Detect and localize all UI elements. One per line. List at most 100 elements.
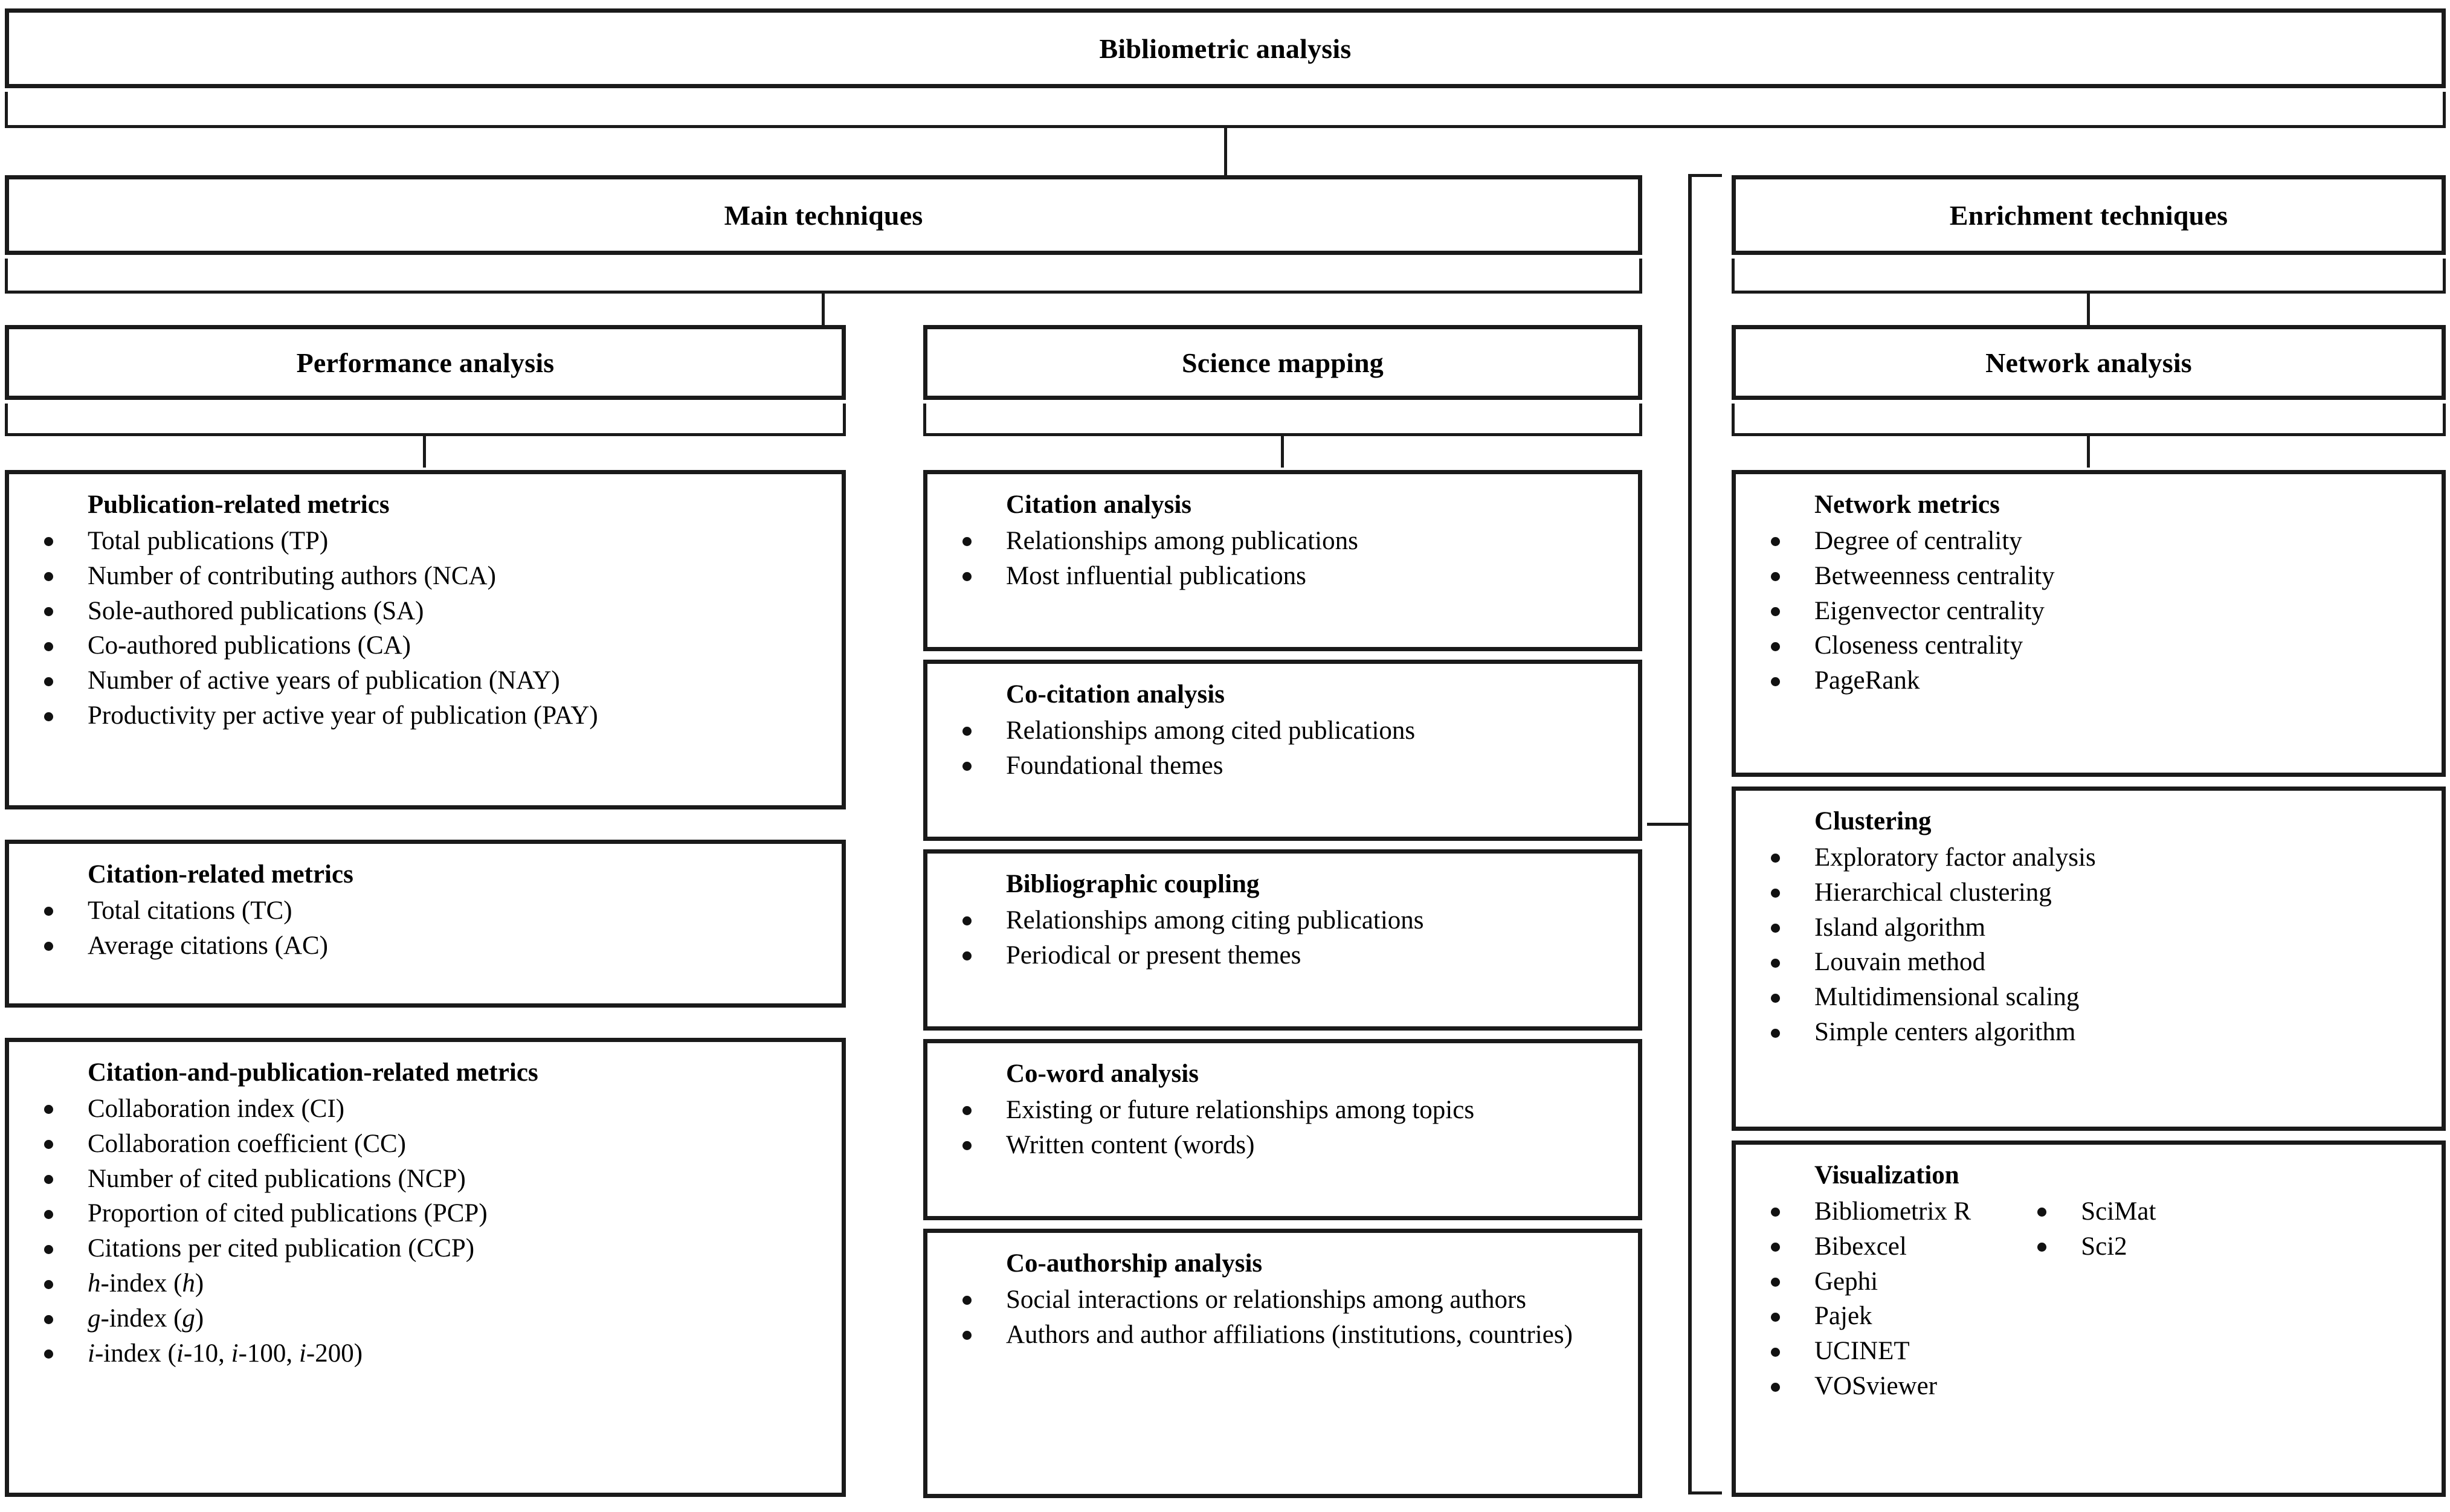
bullet-icon — [1771, 677, 1780, 686]
list-item-label: g-index (g) — [88, 1304, 204, 1333]
bullet-icon — [962, 762, 972, 771]
card-title: Bibliographic coupling — [1006, 870, 1260, 898]
bullet-icon — [1771, 1278, 1780, 1287]
bullet-icon — [44, 1350, 53, 1359]
list-item: Periodical or present themes — [938, 939, 1627, 973]
card-citation-related-metrics: Citation-related metrics Total citations… — [5, 840, 846, 1008]
bracket-right-tick — [1639, 259, 1642, 294]
bullet-icon — [962, 537, 972, 547]
card-title: Visualization — [1814, 1161, 1959, 1189]
bracket-left-tick — [1732, 259, 1735, 294]
bullet-icon — [1771, 1382, 1780, 1392]
bullet-icon — [44, 1140, 53, 1150]
bullet-icon — [962, 727, 972, 736]
node-label-main-techniques: Main techniques — [724, 199, 923, 231]
bullet-icon — [1771, 1028, 1780, 1038]
list-item-label: Proportion of cited publications (PCP) — [88, 1199, 488, 1228]
list-item: g-index (g) — [20, 1302, 831, 1336]
node-label-root: Bibliometric analysis — [1099, 33, 1352, 64]
list-item: Sci2 — [2013, 1230, 2156, 1264]
list-item: Degree of centrality — [1747, 524, 2431, 558]
list-item: Co-authored publications (CA) — [20, 629, 831, 663]
list-item-label: Degree of centrality — [1814, 526, 2022, 555]
bullet-icon — [2037, 1208, 2047, 1217]
list-item: Relationships among cited publications — [938, 714, 1627, 748]
card-title: Citation-related metrics — [88, 860, 353, 889]
list-item-label: SciMat — [2081, 1197, 2156, 1226]
list-item-label: Sci2 — [2081, 1232, 2127, 1261]
list-item-label: Co-authored publications (CA) — [88, 631, 411, 660]
node-science-mapping: Science mapping — [923, 325, 1642, 400]
list-item: Island algorithm — [1747, 911, 2431, 945]
bullet-icon — [44, 942, 53, 951]
list-item-label: Exploratory factor analysis — [1814, 843, 2096, 872]
list-item: Most influential publications — [938, 559, 1627, 593]
list-item: Foundational themes — [938, 749, 1627, 783]
list-item: Citations per cited publication (CCP) — [20, 1232, 831, 1266]
connector-root-to-level2 — [5, 92, 2446, 128]
node-main-techniques: Main techniques — [5, 175, 1642, 255]
list-item-label: UCINET — [1814, 1337, 1910, 1366]
node-label-enrichment-techniques: Enrichment techniques — [1949, 199, 2228, 231]
list-item: Proportion of cited publications (PCP) — [20, 1197, 831, 1231]
list-item: Total citations (TC) — [20, 894, 831, 928]
bullet-icon — [44, 712, 53, 721]
list-item-label: Louvain method — [1814, 948, 1986, 977]
list-item: Number of active years of publication (N… — [20, 664, 831, 698]
card-list: Total citations (TC)Average citations (A… — [20, 894, 831, 963]
list-item-label: Periodical or present themes — [1006, 941, 1301, 970]
list-item: Number of contributing authors (NCA) — [20, 559, 831, 593]
card-list: Collaboration index (CI)Collaboration co… — [20, 1092, 831, 1371]
bullet-icon — [962, 1141, 972, 1151]
bullet-icon — [1771, 1312, 1780, 1322]
connector-main-to-level3 — [5, 259, 1642, 294]
list-item-label: Eigenvector centrality — [1814, 596, 2045, 625]
list-item-label: Social interactions or relationships amo… — [1006, 1285, 1527, 1314]
bullet-icon — [44, 642, 53, 651]
list-item: Sole-authored publications (SA) — [20, 594, 831, 628]
card-title: Citation analysis — [1006, 491, 1192, 519]
card-list: Total publications (TP)Number of contrib… — [20, 524, 831, 733]
bullet-icon — [44, 677, 53, 686]
card-publication-related-metrics: Publication-related metrics Total public… — [5, 470, 846, 809]
bullet-icon — [44, 1314, 53, 1324]
card-title: Co-word analysis — [1006, 1060, 1199, 1088]
node-enrichment-techniques: Enrichment techniques — [1732, 175, 2446, 255]
list-item-label: Most influential publications — [1006, 561, 1306, 590]
bullet-icon — [44, 572, 53, 582]
bullet-icon — [44, 1209, 53, 1219]
list-item-label: PageRank — [1814, 666, 1920, 695]
list-item: Collaboration index (CI) — [20, 1092, 831, 1126]
list-item-label: Number of cited publications (NCP) — [88, 1164, 466, 1193]
list-item-label: Authors and author affiliations (institu… — [1006, 1320, 1573, 1349]
list-item: Authors and author affiliations (institu… — [938, 1318, 1627, 1352]
bracket-left-tick — [5, 404, 8, 436]
card-bibliographic-coupling: Bibliographic coupling Relationships amo… — [923, 849, 1642, 1031]
connector-stem-enrichment — [2087, 291, 2090, 327]
list-item: Multidimensional scaling — [1747, 980, 2431, 1014]
list-item-label: Bibliometrix R — [1814, 1197, 1971, 1226]
list-item: VOSviewer — [1747, 1369, 1971, 1403]
card-title: Clustering — [1814, 807, 1932, 835]
list-item: Bibexcel — [1747, 1230, 1971, 1264]
list-item: Average citations (AC) — [20, 929, 831, 963]
bracket-right-tick — [2443, 92, 2446, 128]
bullet-icon — [44, 907, 53, 916]
node-label-science-mapping: Science mapping — [1182, 347, 1384, 378]
node-bibliometric-analysis: Bibliometric analysis — [5, 8, 2446, 88]
card-title: Co-citation analysis — [1006, 680, 1225, 709]
connector-network-to-boxes — [1732, 404, 2446, 436]
list-item-label: Foundational themes — [1006, 751, 1223, 780]
node-label-performance-analysis: Performance analysis — [296, 347, 555, 378]
bullet-icon — [962, 1331, 972, 1340]
bullet-icon — [962, 1296, 972, 1305]
bracket-right-tick — [1639, 404, 1642, 436]
